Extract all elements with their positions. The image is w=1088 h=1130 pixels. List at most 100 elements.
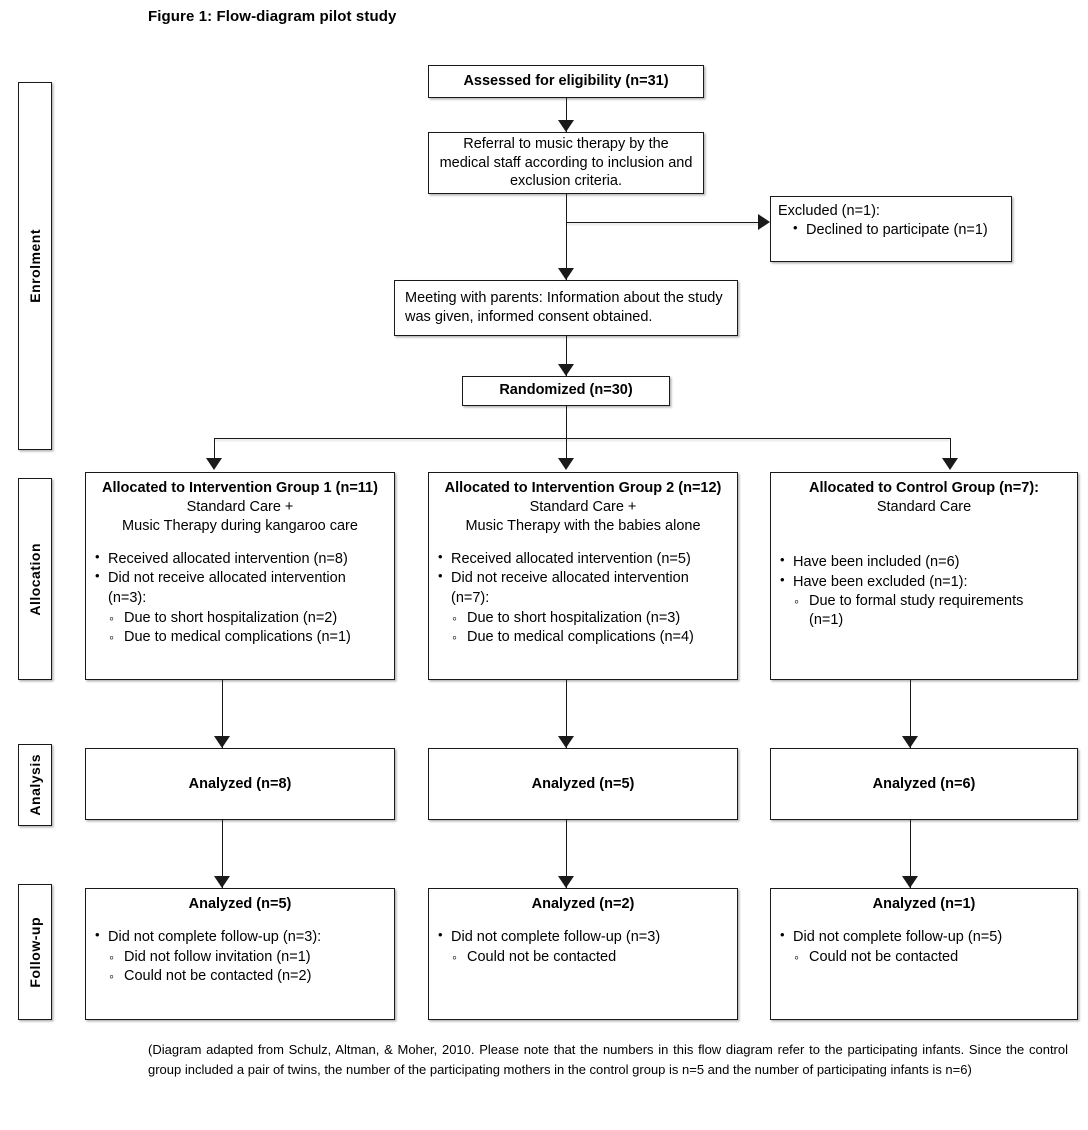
control-bullets: Have been included (n=6) Have been exclu… [779,552,1069,592]
figure-footnote: (Diagram adapted from Schulz, Altman, & … [148,1042,1068,1078]
box-followup-2: Analyzed (n=2) Did not complete follow-u… [428,888,738,1020]
box-meeting-with-parents: Meeting with parents: Information about … [394,280,738,336]
list-item: Due to medical complications (n=4) [451,628,729,647]
list-item: Received allocated intervention (n=5) [437,549,729,569]
arrowhead-followup-2 [558,876,574,888]
stage-label-enrolment: Enrolment [18,82,52,450]
box-analysis-3: Analyzed (n=6) [770,748,1078,820]
connector-analysis1-to-followup [222,820,223,888]
list-item-continuation: (n=1) [809,612,844,629]
group1-sublist: Due to short hospitalization (n=2) Due t… [108,609,386,647]
stage-label-followup-text: Follow-up [27,916,43,988]
list-item: Due to medical complications (n=1) [108,628,386,647]
arrowhead-referral [558,120,574,132]
stage-label-allocation-text: Allocation [27,542,43,616]
box-randomized: Randomized (n=30) [462,376,670,406]
group2-subtitle-2: Music Therapy with the babies alone [465,517,701,534]
list-item: Did not complete follow-up (n=3): [94,927,386,947]
control-title: Allocated to Control Group (n=7): [809,480,1039,496]
list-item-continuation: (n=7): [451,590,490,607]
arrowhead-group1 [206,458,222,470]
analysis-2-label: Analyzed (n=5) [531,775,635,792]
arrowhead-followup-1 [214,876,230,888]
followup-2-title: Analyzed (n=2) [531,896,635,912]
followup-3-sublist: Could not be contacted [793,948,1069,967]
arrowhead-group2 [558,458,574,470]
followup-1-bullets: Did not complete follow-up (n=3): [94,927,386,947]
box-excluded: Excluded (n=1): Declined to participate … [770,196,1012,262]
excluded-list: Declined to participate (n=1) [792,220,1004,240]
list-item: Did not follow invitation (n=1) [108,948,386,967]
list-item: Could not be contacted (n=2) [108,967,386,986]
connector-allocation-distributor [214,438,950,439]
box-followup-1: Analyzed (n=5) Did not complete follow-u… [85,888,395,1020]
followup-3-title: Analyzed (n=1) [872,896,976,912]
connector-referral-to-meeting [566,194,567,282]
group1-subtitle-2: Music Therapy during kangaroo care [122,517,358,534]
arrowhead-randomized [558,364,574,376]
arrowhead-analysis-1 [214,736,230,748]
list-item: Did not complete follow-up (n=5) [779,927,1069,947]
followup-2-bullets: Did not complete follow-up (n=3) [437,927,729,947]
arrowhead-followup-3 [902,876,918,888]
analysis-3-label: Analyzed (n=6) [872,775,976,792]
randomized-label: Randomized (n=30) [499,382,633,398]
stage-label-allocation: Allocation [18,478,52,680]
group1-bullets: Received allocated intervention (n=8) Di… [94,549,386,609]
arrowhead-control [942,458,958,470]
connector-meeting-to-randomized [566,336,567,376]
connector-control-to-analysis [910,680,911,748]
list-item-continuation: (n=3): [108,590,147,607]
list-item: Did not receive allocated intervention [94,568,386,588]
connector-drop-control [950,438,951,468]
box-analysis-1: Analyzed (n=8) [85,748,395,820]
list-item: Did not receive allocated intervention [437,568,729,588]
connector-assessed-to-referral [566,98,567,132]
connector-group2-to-analysis [566,680,567,748]
arrowhead-analysis-2 [558,736,574,748]
group2-bullets: Received allocated intervention (n=5) Di… [437,549,729,609]
group2-sublist: Due to short hospitalization (n=3) Due t… [451,609,729,647]
list-item: Could not be contacted [793,948,1069,967]
excluded-title: Excluded (n=1): [778,203,880,219]
group1-title: Allocated to Intervention Group 1 (n=11) [102,480,378,496]
list-item: Have been included (n=6) [779,552,1069,572]
referral-label: Referral to music therapy by the medical… [439,135,693,190]
followup-3-bullets: Did not complete follow-up (n=5) [779,927,1069,947]
analysis-1-label: Analyzed (n=8) [188,775,292,792]
list-item: Received allocated intervention (n=8) [94,549,386,569]
list-item: Declined to participate (n=1) [792,220,1004,240]
list-item: Due to short hospitalization (n=2) [108,609,386,628]
box-assessed-for-eligibility: Assessed for eligibility (n=31) [428,65,704,98]
stage-label-analysis: Analysis [18,744,52,826]
followup-1-sublist: Did not follow invitation (n=1) Could no… [108,948,386,986]
control-subtitle-1: Standard Care [876,498,972,515]
connector-randomized-stem [566,406,567,468]
connector-drop-group1 [214,438,215,468]
list-item: Due to formal study requirements [793,592,1069,611]
group2-subtitle-1: Standard Care + [529,498,637,515]
followup-1-title: Analyzed (n=5) [188,896,292,912]
box-allocation-control: Allocated to Control Group (n=7): Standa… [770,472,1078,680]
assessed-label: Assessed for eligibility (n=31) [463,73,669,89]
followup-2-sublist: Could not be contacted [451,948,729,967]
arrowhead-meeting [558,268,574,280]
connector-analysis2-to-followup [566,820,567,888]
arrowhead-excluded [758,214,770,230]
box-followup-3: Analyzed (n=1) Did not complete follow-u… [770,888,1078,1020]
list-item: Could not be contacted [451,948,729,967]
group2-title: Allocated to Intervention Group 2 (n=12) [444,480,722,496]
meeting-label: Meeting with parents: Information about … [405,290,723,325]
stage-label-enrolment-text: Enrolment [27,229,43,303]
group1-subtitle-1: Standard Care + [186,498,294,515]
page-title: Figure 1: Flow-diagram pilot study [148,8,397,25]
connector-analysis3-to-followup [910,820,911,888]
box-referral: Referral to music therapy by the medical… [428,132,704,194]
list-item: Due to short hospitalization (n=3) [451,609,729,628]
control-sublist: Due to formal study requirements (n=1) [793,592,1069,630]
list-item: Have been excluded (n=1): [779,572,1069,592]
box-allocation-group-2: Allocated to Intervention Group 2 (n=12)… [428,472,738,680]
stage-label-analysis-text: Analysis [27,754,43,816]
connector-group1-to-analysis [222,680,223,748]
